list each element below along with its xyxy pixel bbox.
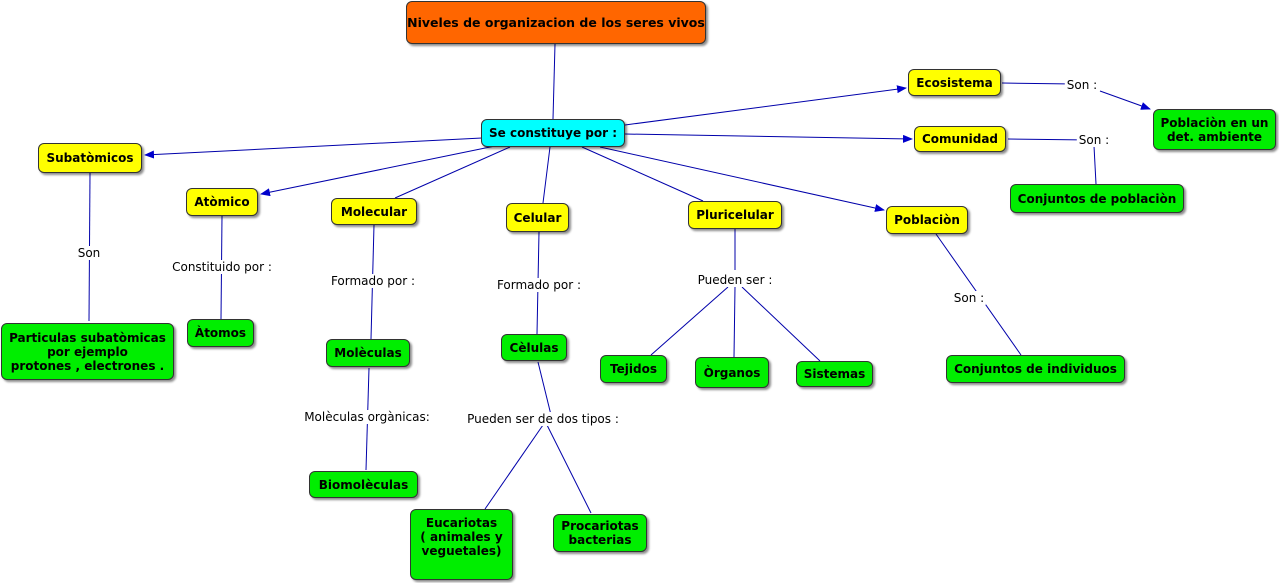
- arrow-atomico: [260, 145, 496, 197]
- concept-conjuntos-poblacion[interactable]: Conjuntos de poblaciòn: [1010, 184, 1184, 213]
- link-label-moleculas-organicas: Molèculas orgànicas:: [302, 410, 432, 424]
- link-label-formado-por-molecular: Formado por :: [328, 274, 418, 288]
- link-label-formado-por-celular: Formado por :: [494, 278, 584, 292]
- concept-poblacion-ambiente[interactable]: Poblaciòn en un det. ambiente: [1153, 109, 1276, 150]
- level-subatomicos[interactable]: Subatòmicos: [38, 143, 142, 173]
- link-label-son-comunidad: Son :: [1076, 133, 1112, 147]
- line-pluricelular: [581, 146, 704, 202]
- level-poblacion[interactable]: Poblaciòn: [886, 206, 968, 234]
- concept-biomoleculas[interactable]: Biomolèculas: [309, 471, 418, 498]
- arrow-subatomicos: [144, 137, 483, 159]
- concept-atomos[interactable]: Àtomos: [187, 319, 254, 347]
- concept-conjuntos-individuos[interactable]: Conjuntos de individuos: [946, 355, 1125, 383]
- level-comunidad[interactable]: Comunidad: [914, 126, 1006, 152]
- arrow-poblacion: [599, 146, 885, 212]
- line-celular: [542, 146, 551, 204]
- link-label-son-poblacion: Son :: [951, 291, 987, 305]
- hub-node[interactable]: Se constituye por :: [481, 119, 625, 147]
- link-label-constituido-por: Constituido por :: [170, 260, 274, 274]
- link-label-son-ecosistema: Son :: [1064, 78, 1100, 92]
- concept-moleculas[interactable]: Molèculas: [326, 339, 410, 367]
- link-label-son-subatomicos: Son: [75, 246, 103, 260]
- concept-celulas[interactable]: Cèlulas: [501, 334, 567, 361]
- concept-organos[interactable]: Òrganos: [695, 357, 769, 388]
- root-node[interactable]: Niveles de organizacion de los seres viv…: [406, 1, 706, 44]
- concept-tejidos[interactable]: Tejidos: [600, 355, 667, 383]
- concept-sistemas[interactable]: Sistemas: [796, 361, 873, 387]
- level-ecosistema[interactable]: Ecosistema: [908, 69, 1001, 96]
- arrow-comunidad: [624, 133, 913, 143]
- level-atomico[interactable]: Atòmico: [186, 188, 258, 216]
- arrow-ecosistema: [624, 85, 907, 126]
- line-molecular: [394, 146, 511, 199]
- level-celular[interactable]: Celular: [506, 203, 569, 232]
- link-label-pueden-ser-tipos: Pueden ser de dos tipos :: [465, 412, 621, 426]
- link-root-hub: [552, 43, 556, 120]
- concept-eucariotas[interactable]: Eucariotas ( animales y veguetales): [410, 509, 513, 580]
- concept-particulas[interactable]: Particulas subatòmicas por ejemplo proto…: [1, 323, 174, 380]
- level-pluricelular[interactable]: Pluricelular: [688, 201, 782, 229]
- link-label-pueden-ser: Pueden ser :: [695, 273, 775, 287]
- concept-procariotas[interactable]: Procariotas bacterias: [553, 514, 647, 552]
- level-molecular[interactable]: Molecular: [331, 198, 417, 225]
